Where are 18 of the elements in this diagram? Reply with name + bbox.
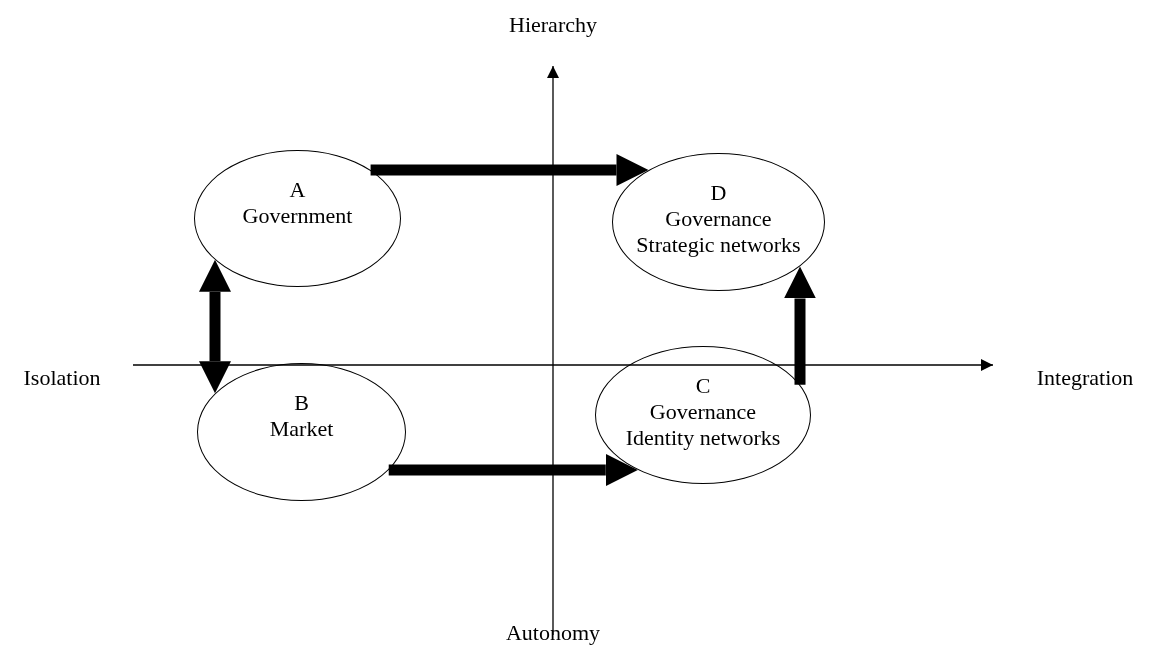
node-label: A <box>289 177 306 203</box>
node-label: Strategic networks <box>636 232 801 258</box>
node-label: Market <box>269 416 334 442</box>
axis-label: Hierarchy <box>509 12 597 38</box>
node-label: Government <box>242 203 353 229</box>
node-label: Governance <box>665 206 772 232</box>
axis-label: Autonomy <box>505 620 601 646</box>
ellipse-node <box>194 150 401 287</box>
thick-arrow <box>784 266 816 385</box>
node-label: Governance <box>649 399 757 425</box>
thick-arrow <box>199 259 231 394</box>
axis-label: Isolation <box>23 365 101 391</box>
thick-arrow <box>370 154 649 186</box>
node-label: Identity networks <box>625 425 781 451</box>
node-label: C <box>695 373 711 399</box>
node-label: B <box>294 390 309 416</box>
axis-label: Integration <box>1036 365 1134 391</box>
node-label: D <box>710 180 727 206</box>
